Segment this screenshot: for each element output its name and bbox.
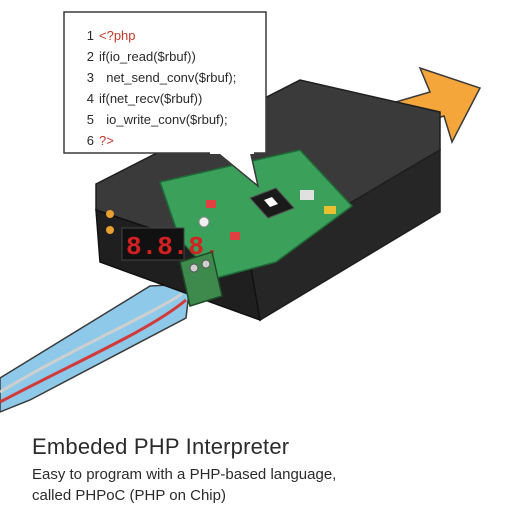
terminal-screw-2 <box>201 259 211 269</box>
led-display <box>121 227 185 261</box>
status-led-2 <box>106 226 114 234</box>
wire-red <box>0 298 187 404</box>
caption-line-2: called PHPoC (PHP on Chip) <box>32 487 226 504</box>
component-4 <box>198 216 210 228</box>
component-3 <box>300 190 314 200</box>
component-2 <box>230 232 240 240</box>
wire-white <box>0 292 183 394</box>
caption-title: Embeded PHP Interpreter <box>32 434 290 459</box>
code-bubble-box <box>63 11 267 154</box>
device-illustration: 8.8.8. <box>0 11 482 413</box>
code-line-5: 5 io_write_conv($rbuf); <box>86 112 228 127</box>
component-5 <box>324 206 336 214</box>
status-led-1 <box>106 210 114 218</box>
caption-line-1: Easy to program with a PHP-based languag… <box>32 466 337 483</box>
code-line-3: 3 net_send_conv($rbuf); <box>86 70 237 85</box>
code-line-6: 6?> <box>86 133 114 148</box>
code-line-1: 1<?php <box>86 28 136 43</box>
component-1 <box>206 200 216 208</box>
input-arrow <box>0 283 191 413</box>
chip-logo <box>264 197 278 207</box>
caption-description: Easy to program with a PHP-based languag… <box>32 464 502 506</box>
terminal-screw-1 <box>189 263 199 273</box>
caption: Embeded PHP Interpreter Easy to program … <box>32 434 502 506</box>
